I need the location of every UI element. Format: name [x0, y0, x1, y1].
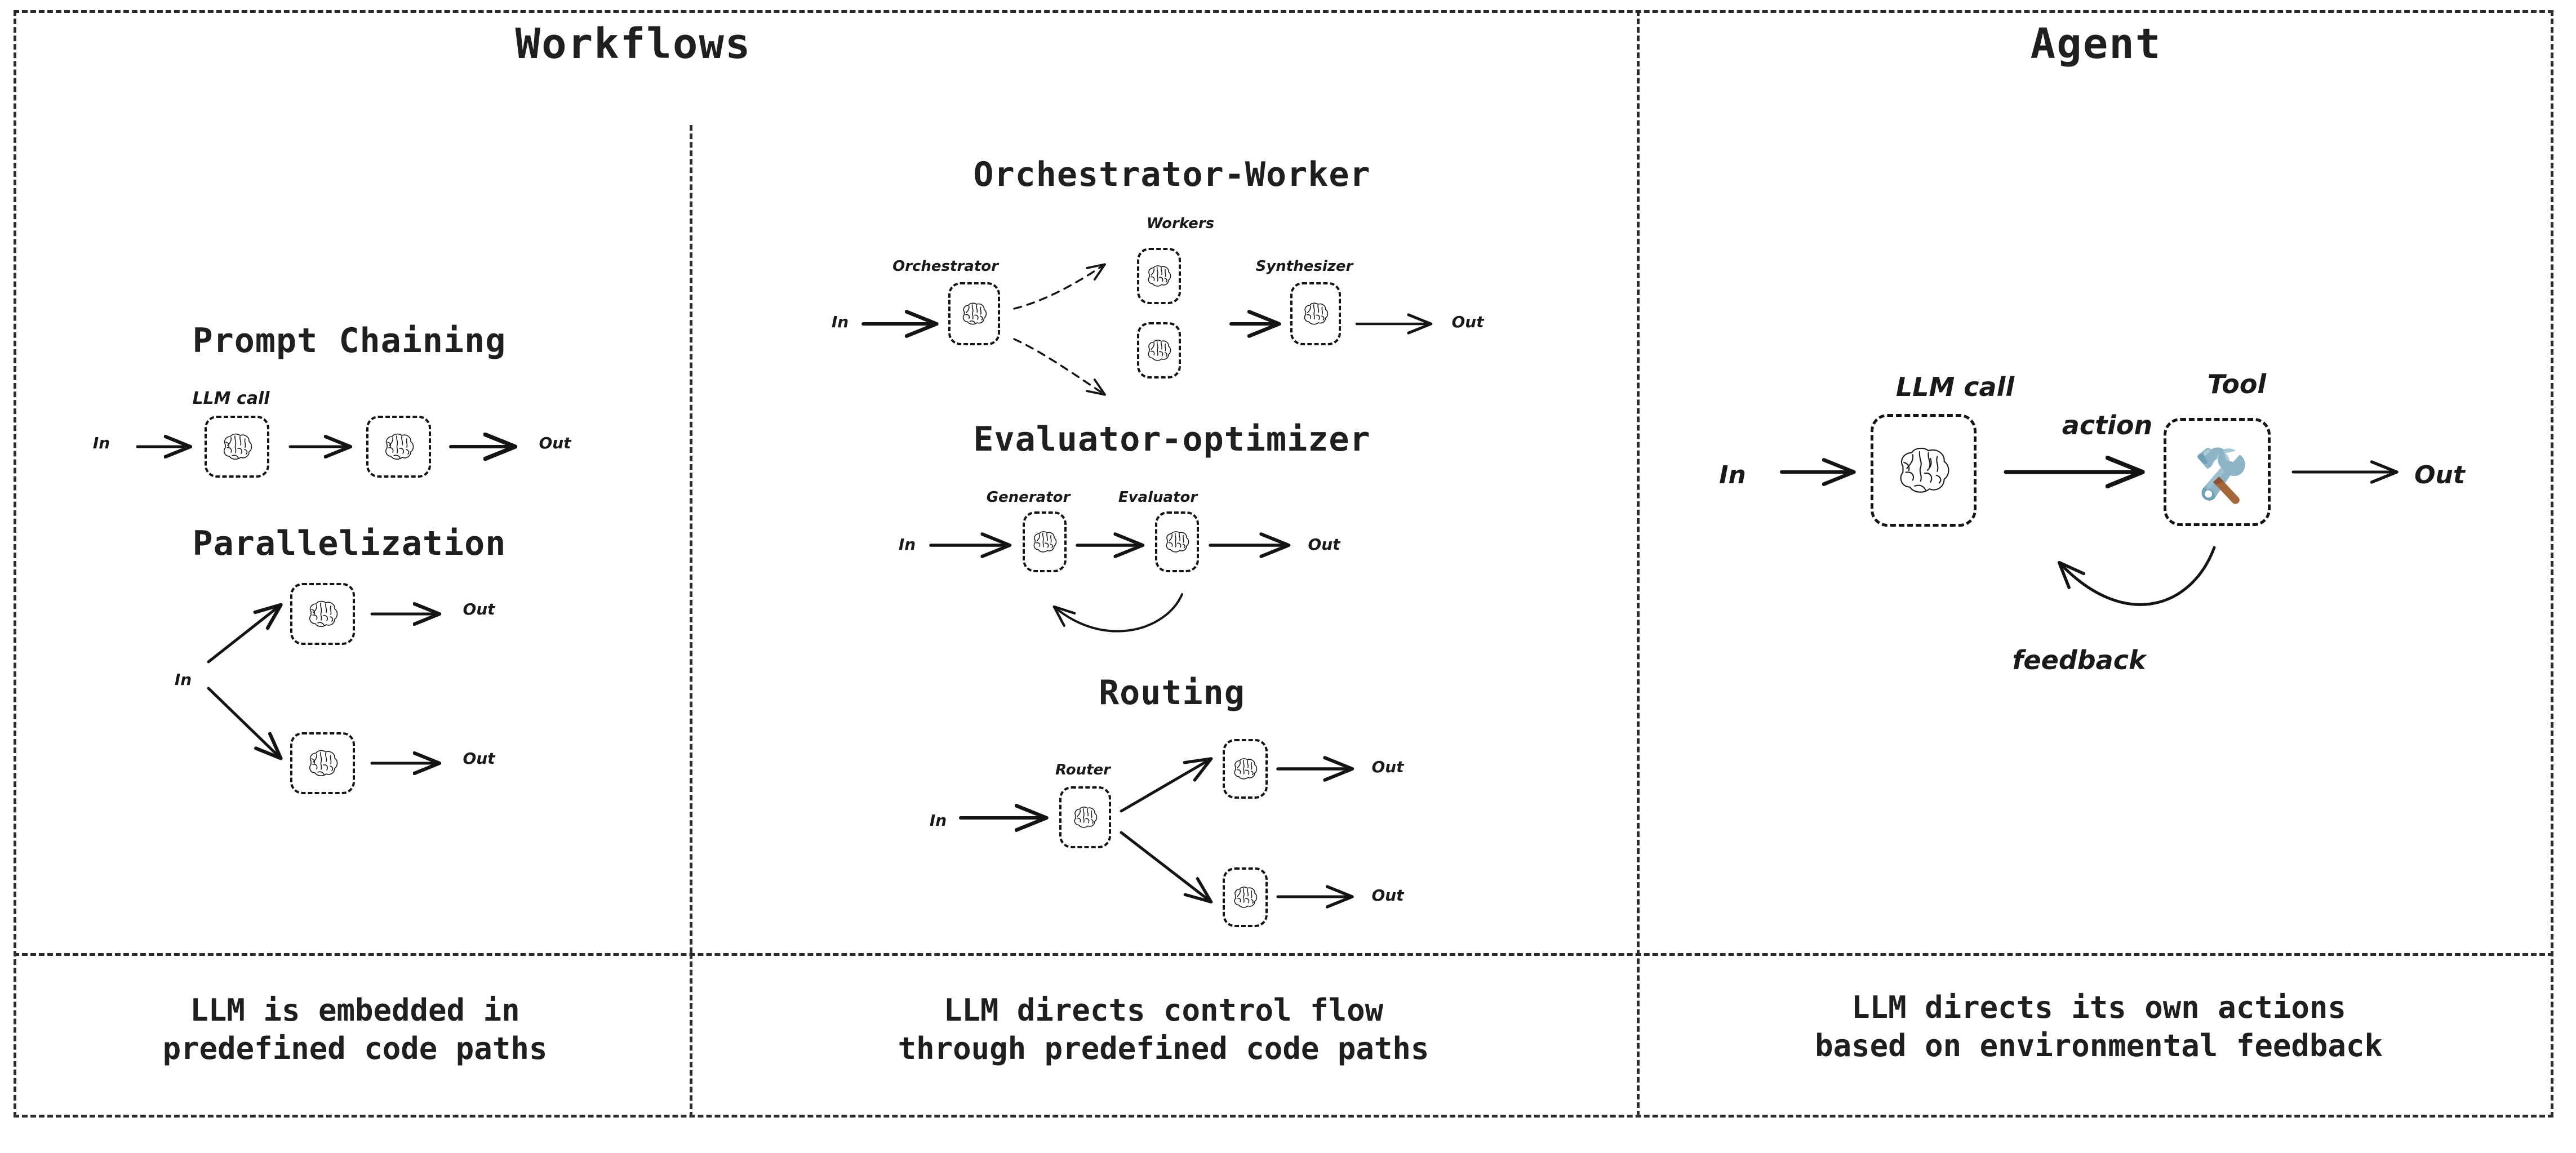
- label-synthesizer: Synthesizer: [1255, 258, 1353, 275]
- node-router: [1059, 786, 1111, 848]
- brain-icon: [1304, 302, 1329, 325]
- caption-agent: LLM directs its own actions based on env…: [1815, 990, 2383, 1063]
- caption-workflows-left: LLM is embedded in predefined code paths: [162, 992, 548, 1066]
- label-workers: Workers: [1146, 215, 1215, 232]
- brain-icon: [1074, 807, 1098, 828]
- label-out-orchestrator: Out: [1451, 313, 1484, 331]
- node-evaluator: [1155, 511, 1199, 572]
- node-route-target-2: [1223, 867, 1268, 927]
- section-title-routing: Routing: [1099, 673, 1245, 713]
- brain-icon: [1234, 758, 1258, 780]
- brain-icon: [309, 600, 337, 627]
- label-llm-call-chaining: LLM call: [192, 389, 270, 408]
- divider-workflows-agent: [1637, 10, 1640, 1116]
- label-out-prompt-chaining: Out: [539, 434, 571, 452]
- brain-icon: [1148, 265, 1171, 287]
- panel-header-workflows: Workflows: [515, 20, 752, 68]
- caption-workflows-right: LLM directs control flow through predefi…: [898, 992, 1429, 1066]
- node-generator: [1023, 511, 1067, 572]
- label-out-routing-1: Out: [1371, 758, 1404, 776]
- node-agent-tool: [2164, 418, 2271, 526]
- tool-icon: [2197, 447, 2245, 504]
- brain-icon: [1148, 340, 1171, 361]
- label-in-parallelization: In: [174, 670, 192, 689]
- node-llm-call-2: [366, 416, 431, 478]
- label-out-parallel-2: Out: [463, 749, 495, 768]
- label-generator: Generator: [986, 489, 1071, 506]
- node-orchestrator: [948, 282, 1000, 345]
- divider-caption-left: [690, 953, 692, 1118]
- label-tool: Tool: [2207, 369, 2267, 399]
- label-out-agent: Out: [2414, 461, 2465, 489]
- label-out-parallel-1: Out: [463, 600, 495, 618]
- node-worker-1: [1137, 248, 1181, 304]
- divider-caption-row: [14, 953, 2553, 956]
- node-synthesizer: [1290, 282, 1341, 345]
- node-llm-call-1: [205, 416, 269, 478]
- label-in-routing: In: [929, 811, 947, 830]
- label-action: action: [2062, 410, 2153, 440]
- brain-icon: [1166, 531, 1189, 553]
- node-parallel-branch-2: [290, 732, 355, 794]
- label-out-routing-2: Out: [1371, 886, 1404, 905]
- panel-header-agent: Agent: [2030, 20, 2162, 68]
- label-evaluator: Evaluator: [1118, 489, 1198, 506]
- brain-icon: [1033, 531, 1057, 553]
- section-title-prompt-chaining: Prompt Chaining: [192, 321, 507, 360]
- label-in-prompt-chaining: In: [92, 434, 110, 452]
- node-worker-2: [1137, 322, 1181, 379]
- brain-icon: [962, 302, 987, 325]
- label-router: Router: [1055, 762, 1111, 778]
- label-llm-call-agent: LLM call: [1895, 372, 2015, 402]
- label-feedback: feedback: [2012, 645, 2146, 675]
- label-in-agent: In: [1719, 461, 1746, 489]
- brain-icon: [1234, 887, 1258, 908]
- label-in-orchestrator: In: [831, 313, 849, 331]
- node-route-target-1: [1223, 739, 1268, 799]
- label-in-evaluator-optimizer: In: [898, 535, 916, 554]
- brain-icon: [1900, 447, 1949, 493]
- section-title-evaluator-optimizer: Evaluator-optimizer: [973, 420, 1371, 459]
- node-parallel-branch-1: [290, 583, 355, 645]
- brain-icon: [385, 433, 414, 460]
- label-orchestrator: Orchestrator: [892, 258, 998, 275]
- outer-frame: [14, 10, 2553, 1118]
- section-title-orchestrator-worker: Orchestrator-Worker: [973, 155, 1371, 194]
- node-agent-llm-call: [1871, 414, 1977, 527]
- label-out-evaluator-optimizer: Out: [1308, 535, 1340, 554]
- section-title-parallelization: Parallelization: [192, 524, 507, 563]
- brain-icon: [223, 433, 252, 460]
- divider-workflows-inner: [690, 125, 692, 953]
- brain-icon: [309, 750, 337, 776]
